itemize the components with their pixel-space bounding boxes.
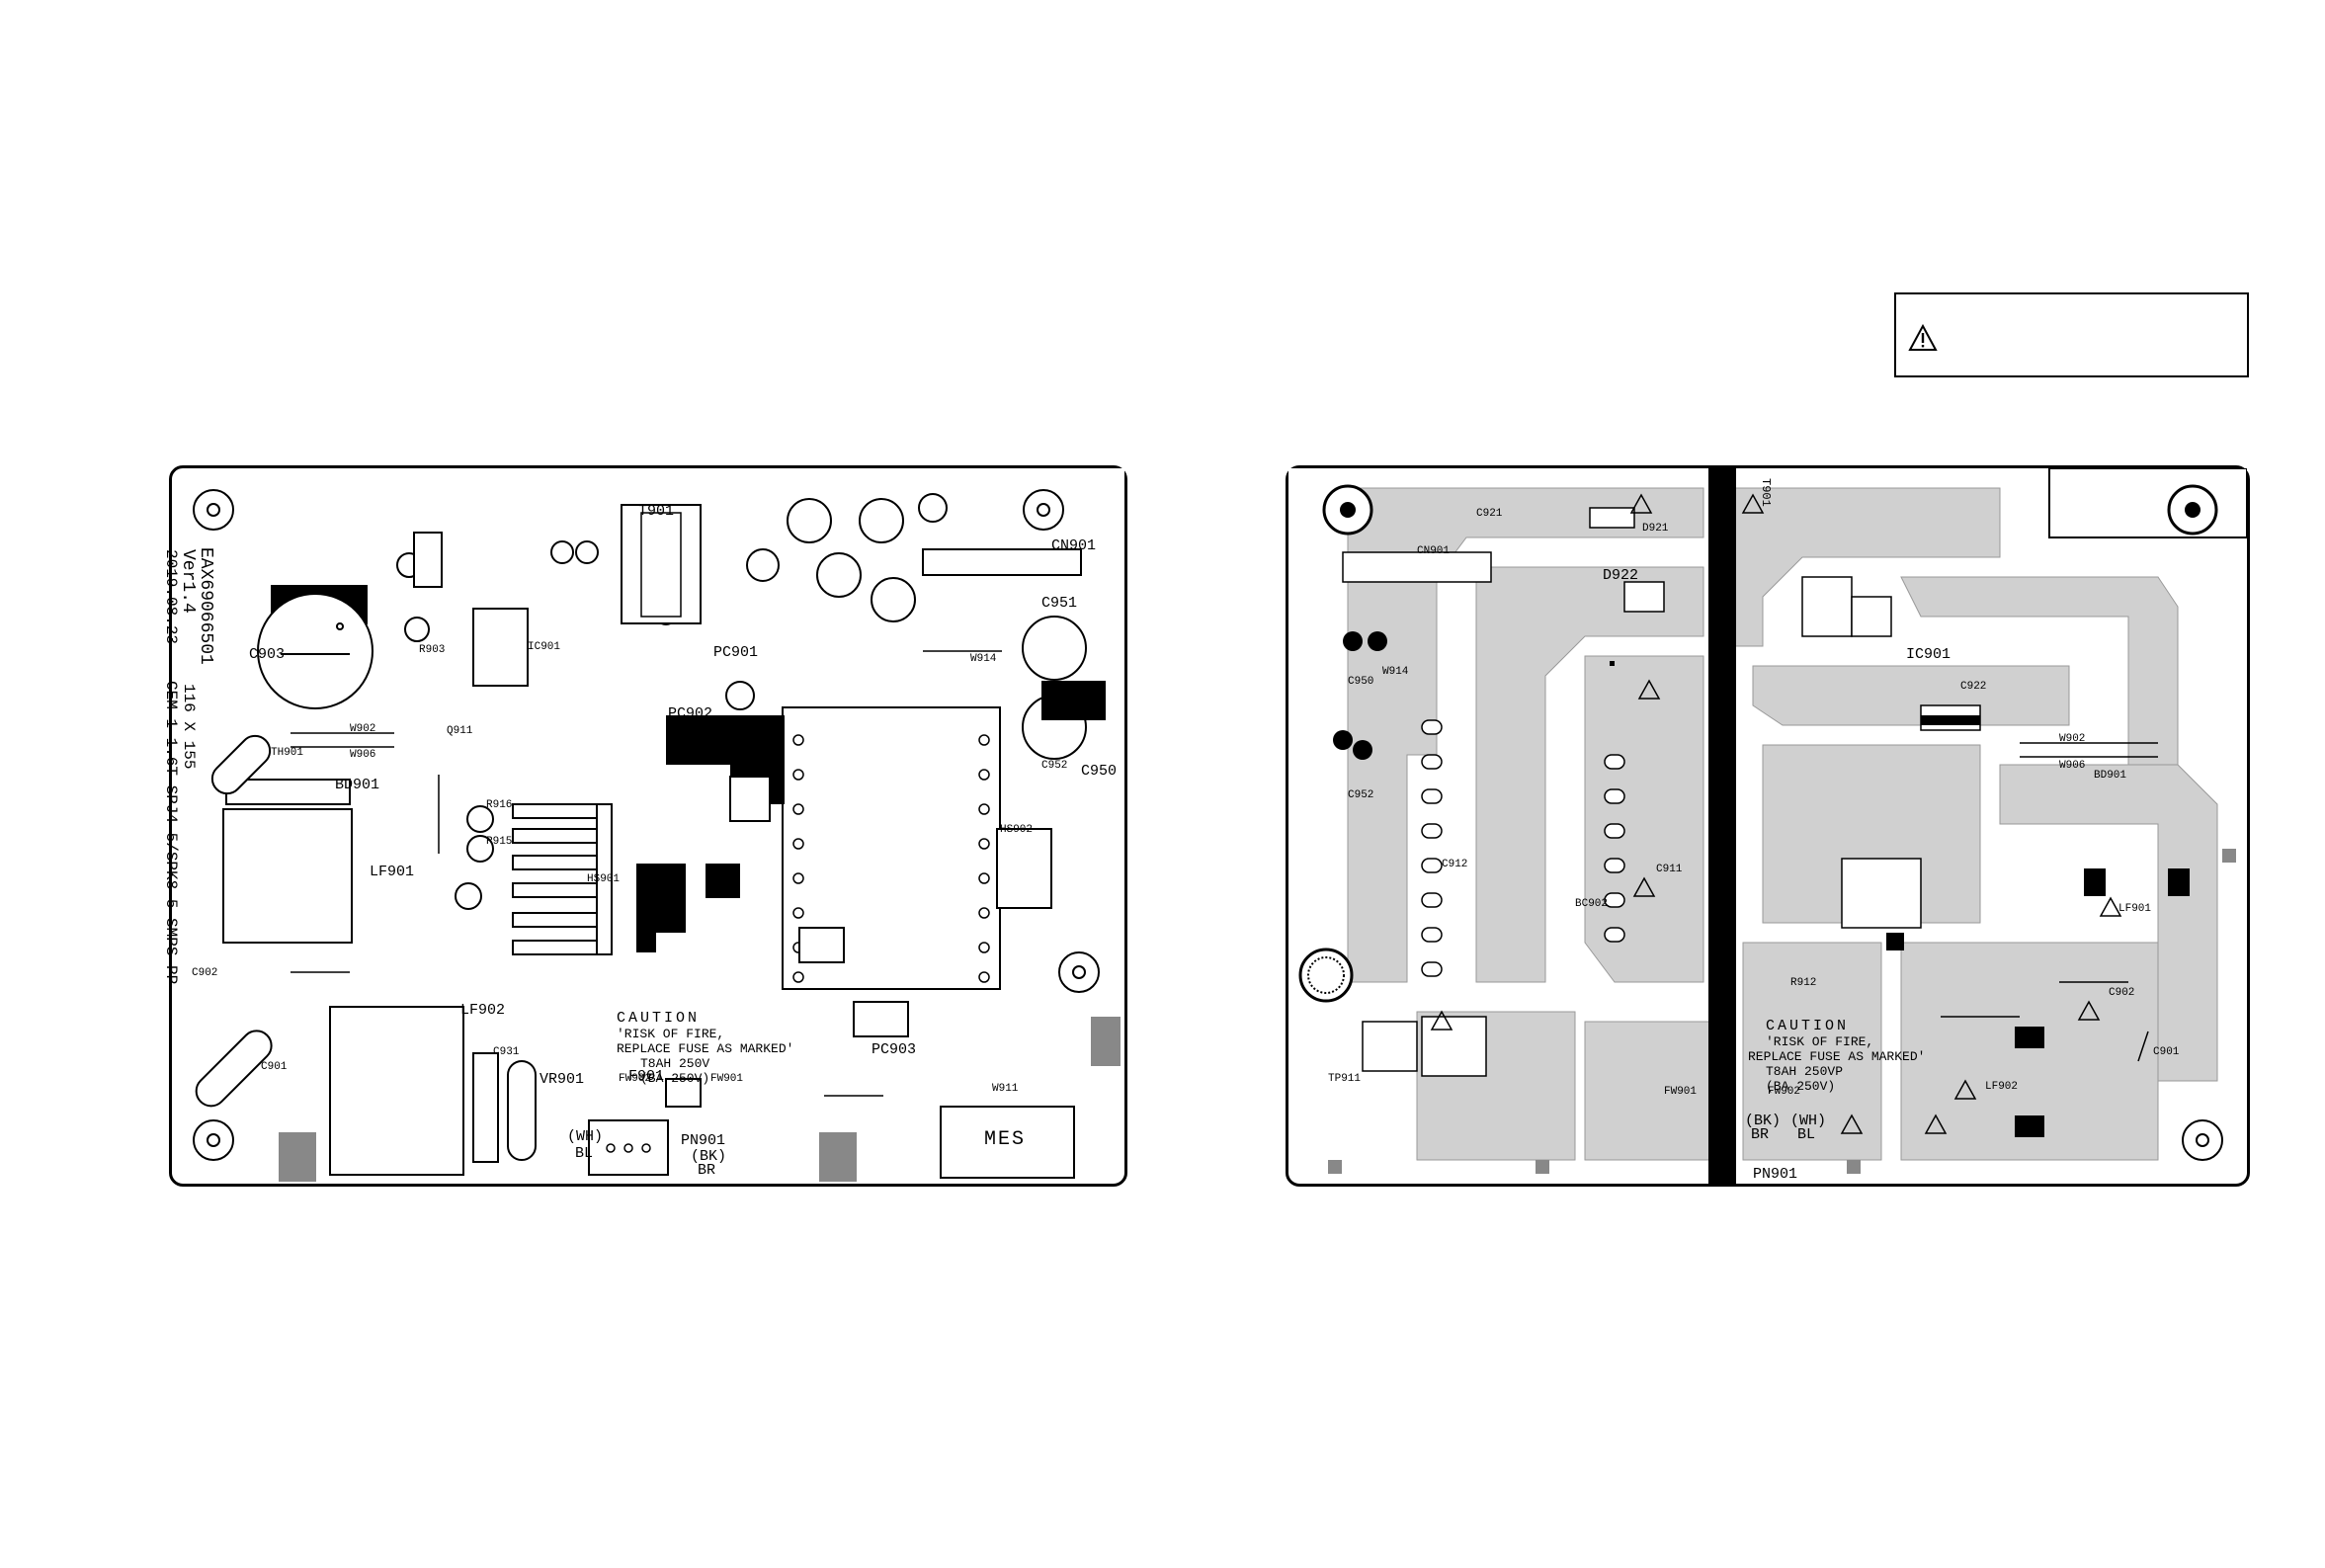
left-pcb-top-view: EAX69066501 Ver1.4 2019.08.23 116 X 155 … — [162, 465, 1127, 1187]
caution-title: CAUTION — [617, 1010, 701, 1027]
label-th901: TH901 — [271, 747, 304, 759]
rb-wire-br: BR — [1751, 1126, 1770, 1143]
label-f901: F901 — [628, 1068, 665, 1085]
caution-line-4: (BA 250V) — [640, 1071, 710, 1086]
wire-bk: (BK) — [691, 1148, 727, 1165]
rb-label-c922: C922 — [1960, 681, 1987, 693]
rb-label-d922: D922 — [1603, 567, 1639, 584]
rb-caution-line-2: REPLACE FUSE AS MARKED' — [1748, 1049, 1926, 1064]
label-r916: R916 — [486, 799, 513, 811]
board-id-text: EAX69066501 — [196, 547, 215, 665]
safety-warning-box — [1894, 292, 2249, 377]
label-pc901: PC901 — [713, 644, 759, 661]
label-pc903: PC903 — [872, 1041, 917, 1058]
label-c951: C951 — [1041, 595, 1078, 612]
rb-label-lf901: LF901 — [2118, 903, 2152, 915]
label-c952: C952 — [1041, 760, 1068, 772]
label-w911: W911 — [992, 1083, 1019, 1095]
rb-caution-line-3: T8AH 250VP — [1766, 1064, 1844, 1079]
label-r915: R915 — [486, 836, 513, 848]
caution-line-3: T8AH 250V — [640, 1056, 710, 1071]
rb-label-w914: W914 — [1382, 666, 1409, 678]
spec-text: CEM-1 1.6T SPJ4-5/SPK8-5 SMPS PP — [162, 681, 180, 985]
label-fw902: FW902 — [619, 1073, 652, 1085]
rb-wire-wh: (WH) — [1790, 1113, 1827, 1129]
label-c901: C901 — [261, 1061, 288, 1073]
label-vr901: VR901 — [540, 1071, 585, 1088]
rb-label-cn901: CN901 — [1417, 545, 1451, 557]
caution-line-2: REPLACE FUSE AS MARKED' — [617, 1041, 794, 1056]
rb-label-fw902: FW902 — [1768, 1086, 1801, 1098]
rb-label-bc902: BC902 — [1575, 898, 1609, 910]
rb-label-c950: C950 — [1348, 676, 1374, 688]
label-hs901: HS901 — [587, 873, 621, 885]
rb-label-bd901: BD901 — [2094, 770, 2127, 782]
rb-label-lf902: LF902 — [1985, 1081, 2019, 1093]
label-lf901: LF901 — [370, 864, 415, 880]
wire-bl: BL — [575, 1145, 594, 1162]
version-text: Ver1.4 — [178, 549, 198, 614]
label-c931: C931 — [493, 1046, 520, 1058]
wire-br: BR — [698, 1162, 716, 1179]
right-pcb-artwork — [1288, 468, 2247, 1184]
rb-label-t901: T901 — [1759, 478, 1773, 507]
label-mes: MES — [984, 1128, 1027, 1151]
label-pn901: PN901 — [681, 1132, 726, 1149]
rb-label-fw901: FW901 — [1664, 1086, 1698, 1098]
label-w902: W902 — [350, 723, 376, 735]
label-cn901: CN901 — [1051, 537, 1097, 554]
label-c950: C950 — [1081, 763, 1118, 780]
rb-label-d921: D921 — [1642, 523, 1669, 535]
rb-label-c911: C911 — [1656, 864, 1683, 875]
rb-label-c912: C912 — [1442, 859, 1468, 870]
rb-label-w902: W902 — [2059, 733, 2086, 745]
rb-label-tp911: TP911 — [1328, 1073, 1362, 1085]
label-q911: Q911 — [447, 725, 473, 737]
rb-label-w906: W906 — [2059, 760, 2086, 772]
label-lf902: LF902 — [460, 1002, 506, 1019]
left-pcb-artwork — [193, 468, 1124, 1182]
rb-label-pn901: PN901 — [1753, 1166, 1798, 1183]
rb-label-ic901: IC901 — [1906, 646, 1951, 663]
right-pcb-bottom-view: T901 IC901 D921 D922 PN901 LF901 LF902 C… — [1286, 465, 2250, 1187]
label-fw901: FW901 — [710, 1073, 744, 1085]
rb-label-r912: R912 — [1790, 977, 1817, 989]
rb-label-c952: C952 — [1348, 789, 1374, 801]
size-text: 116 X 155 — [180, 684, 198, 770]
rb-wire-bk: (BK) — [1745, 1113, 1782, 1129]
rb-caution-title: CAUTION — [1766, 1018, 1850, 1034]
label-pc902: PC902 — [668, 705, 713, 722]
rb-label-c921: C921 — [1476, 508, 1503, 520]
rb-caution-line-4: (BA 250V) — [1766, 1079, 1836, 1094]
rb-label-c902: C902 — [2109, 987, 2135, 999]
label-bd901: BD901 — [335, 777, 380, 793]
caution-block: CAUTION 'RISK OF FIRE, REPLACE FUSE AS M… — [617, 1010, 794, 1086]
label-ic901: IC901 — [528, 641, 561, 653]
date-text: 2019.08.23 — [162, 549, 180, 645]
rb-wire-bl: BL — [1797, 1126, 1816, 1143]
rb-caution-block: CAUTION 'RISK OF FIRE, REPLACE FUSE AS M… — [1748, 1018, 1936, 1094]
label-t901: T901 — [638, 503, 675, 520]
label-c902: C902 — [192, 967, 218, 979]
label-r903: R903 — [419, 644, 446, 656]
label-w914: W914 — [970, 653, 997, 665]
label-c903: C903 — [249, 646, 286, 663]
label-hs902: HS902 — [1000, 824, 1034, 836]
warning-triangle-icon — [1908, 324, 1938, 351]
rb-label-c901: C901 — [2153, 1046, 2180, 1058]
label-w906: W906 — [350, 749, 376, 761]
wire-wh: (WH) — [567, 1128, 604, 1145]
caution-line-1: 'RISK OF FIRE, — [617, 1027, 725, 1041]
rb-caution-line-1: 'RISK OF FIRE, — [1766, 1034, 1874, 1049]
